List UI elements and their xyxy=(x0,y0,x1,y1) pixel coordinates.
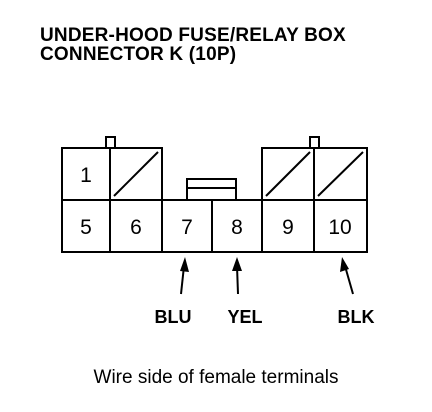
diagram-title-line1: UNDER-HOOD FUSE/RELAY BOX xyxy=(40,25,346,46)
terminal-10-label: 10 xyxy=(328,216,351,239)
wire-arrow-blk xyxy=(340,257,354,295)
empty-cavity-diagonal xyxy=(317,151,364,197)
locking-tab-right xyxy=(309,136,320,149)
empty-cavity-diagonal xyxy=(265,151,311,197)
empty-cavity-diagonal xyxy=(113,151,159,197)
locking-tab-left xyxy=(105,136,116,149)
center-lock-outer xyxy=(186,178,237,200)
wire-color-label-blu: BLU xyxy=(155,307,192,327)
wire-color-label-blk: BLK xyxy=(338,307,375,327)
terminal-8-label: 8 xyxy=(231,216,243,239)
terminal-6-label: 6 xyxy=(130,216,142,239)
wire-arrow-blu xyxy=(180,257,189,295)
wire-color-label-yel: YEL xyxy=(227,307,262,327)
terminal-5-label: 5 xyxy=(80,216,92,239)
connector-left-upper-block xyxy=(61,147,163,200)
wire-arrow-yel xyxy=(232,257,242,295)
terminal-9-label: 9 xyxy=(282,216,294,239)
terminal-7-label: 7 xyxy=(181,216,193,239)
terminal-1-label: 1 xyxy=(80,164,92,187)
diagram-caption: Wire side of female terminals xyxy=(93,367,339,388)
diagram-title-line2: CONNECTOR K (10P) xyxy=(40,44,237,65)
connector-bottom-row xyxy=(61,199,368,253)
